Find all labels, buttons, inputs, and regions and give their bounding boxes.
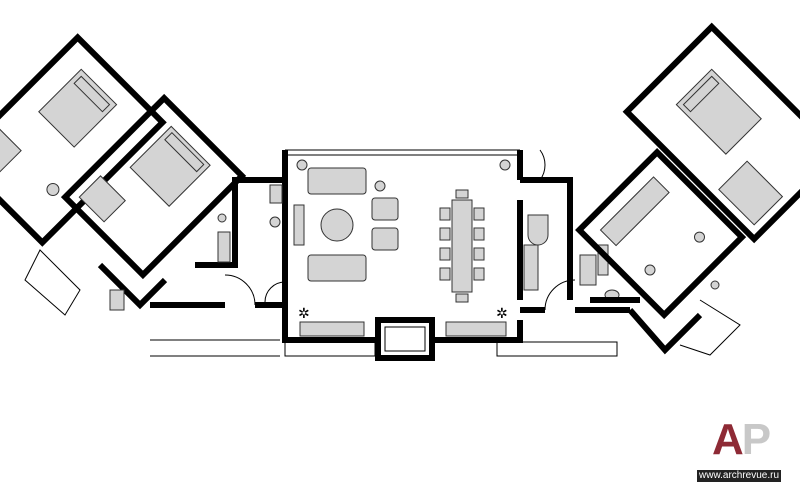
- right-bedroom-2: [575, 147, 747, 320]
- right-hall: [520, 149, 640, 313]
- tv-console: [293, 204, 305, 246]
- watermark-logo: AP: [712, 415, 771, 464]
- fireplace: [375, 317, 435, 361]
- left-bathroom: [24, 249, 168, 316]
- logo-letter-a: A: [712, 415, 744, 464]
- living-room: ✲ ✲: [282, 149, 618, 361]
- sofa: [307, 167, 367, 195]
- dining-table: [451, 199, 473, 293]
- logo-letter-p: P: [741, 415, 771, 464]
- bed: [675, 68, 762, 155]
- right-bedroom: [622, 22, 800, 244]
- dining-chairs: [439, 189, 485, 303]
- bench: [445, 321, 507, 337]
- bed: [129, 125, 211, 207]
- right-bathroom: [627, 264, 741, 356]
- armchair: [371, 197, 399, 221]
- plant-icon: ✲: [298, 305, 310, 321]
- plant-icon: ✲: [496, 305, 508, 321]
- left-bedroom-2: [60, 93, 247, 280]
- bed: [38, 68, 118, 148]
- left-hall: [150, 177, 286, 357]
- armchair: [371, 227, 399, 251]
- watermark-url: www.archrevue.ru: [697, 470, 782, 482]
- coffee-table: [320, 208, 354, 242]
- bench: [299, 321, 365, 337]
- sofa: [307, 254, 367, 282]
